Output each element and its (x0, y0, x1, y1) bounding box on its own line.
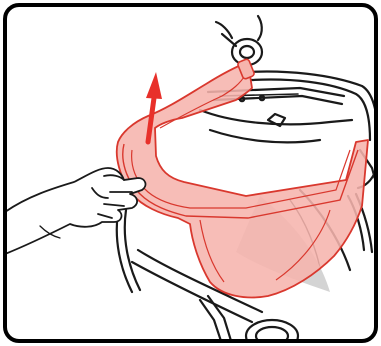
illustration-canvas (0, 0, 381, 346)
illustration-frame (0, 0, 381, 346)
